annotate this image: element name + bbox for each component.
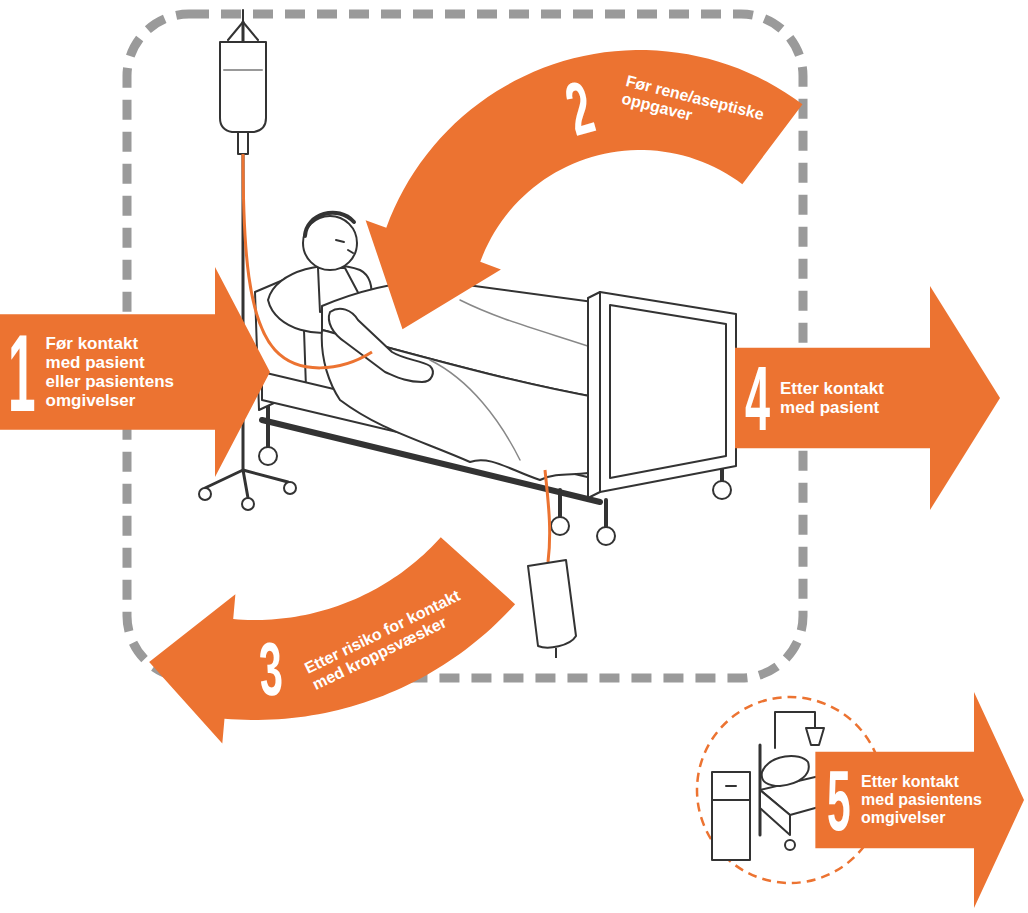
wheel — [242, 498, 254, 510]
urine-bag — [528, 560, 576, 658]
moment-number: 4 — [745, 354, 770, 444]
drip-chamber — [238, 132, 248, 154]
bag-body — [528, 560, 576, 648]
arrow-fill — [815, 692, 1024, 908]
bedside-table — [712, 772, 750, 860]
blanket-folds — [430, 300, 600, 460]
table-drawer — [712, 786, 750, 800]
moment-number: 3 — [257, 632, 284, 708]
moment-arrow: 3Etter risiko for kontakt med kroppsvæsk… — [149, 537, 516, 744]
arrow-fill — [366, 50, 803, 329]
moment-arrow: 5Etter kontakt med pasientens omgivelser — [815, 692, 1024, 908]
bag-spout — [555, 648, 557, 658]
moment-arrow: 2Før rene/aseptiske oppgaver — [365, 50, 803, 330]
wheel — [785, 840, 795, 850]
moment-arrow: 1Før kontakt med pasient eller pasienten… — [0, 267, 270, 477]
wheel — [199, 488, 211, 500]
hair — [305, 213, 354, 236]
moment-number: 1 — [8, 318, 36, 428]
moment-label: Før kontakt med pasient eller pasientens… — [46, 334, 176, 410]
iv-tube — [243, 154, 372, 368]
footboard-side — [588, 292, 600, 498]
iv-legs — [205, 470, 288, 498]
wheel — [551, 517, 569, 535]
arrow-fill — [735, 286, 1000, 510]
bed-side — [760, 790, 790, 835]
hospital-bed — [255, 213, 736, 545]
moment-arrow: 4 Etter kontakt med pasient — [735, 286, 1000, 510]
wheel — [713, 481, 731, 499]
iv-bag — [220, 42, 266, 132]
arrow-shape — [149, 537, 516, 744]
moment-label: Etter kontakt med pasient — [780, 379, 886, 417]
footboard — [600, 292, 736, 492]
lamp-shade — [806, 728, 824, 745]
arrow-fill — [149, 537, 515, 743]
wheel — [597, 527, 615, 545]
footboard-panel — [610, 305, 726, 478]
iv-level — [224, 69, 262, 71]
face — [336, 240, 353, 253]
bed-pillow — [762, 756, 809, 786]
wheel — [259, 447, 277, 465]
arrow-fill — [0, 267, 270, 477]
moment-label: Etter kontakt med pasientens omgivelser — [861, 773, 984, 827]
wheel — [284, 482, 296, 494]
moment-number: 5 — [827, 758, 851, 843]
catheter-tube — [545, 470, 550, 562]
